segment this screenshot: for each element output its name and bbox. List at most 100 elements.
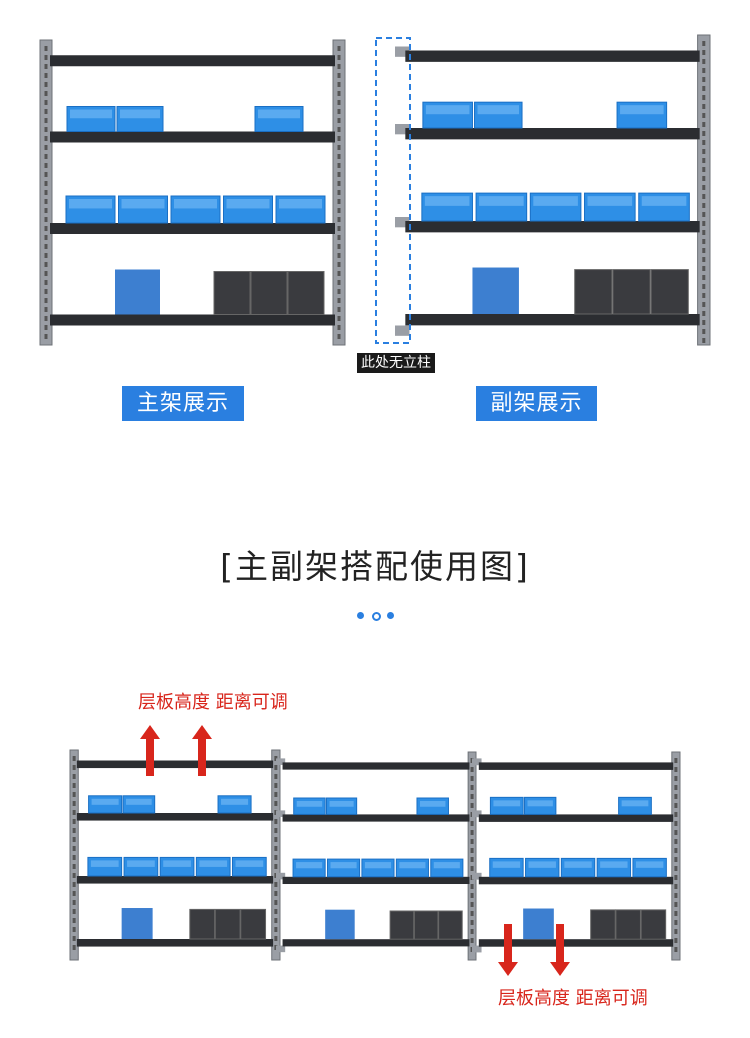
- upright-hole: [674, 821, 678, 826]
- upright-hole: [337, 55, 341, 60]
- upright-hole: [274, 936, 278, 941]
- upright-hole: [44, 172, 48, 177]
- bin-label-slot: [479, 196, 524, 206]
- upright-hole: [702, 203, 706, 208]
- shelf-bracket: [395, 46, 410, 57]
- adjustable-height-note-top: 层板高度 距离可调: [138, 692, 288, 713]
- upright-hole: [44, 118, 48, 123]
- upright-hole: [274, 765, 278, 770]
- upright-hole: [702, 230, 706, 235]
- bin-label-slot: [296, 801, 323, 807]
- bin-label-slot: [174, 199, 217, 209]
- upright-hole: [337, 181, 341, 186]
- upright-hole: [44, 73, 48, 78]
- arrow-shaft: [504, 924, 512, 964]
- upright-hole: [44, 46, 48, 51]
- bin-label-slot: [477, 105, 520, 115]
- battery-box: [189, 908, 216, 940]
- upright-hole: [337, 289, 341, 294]
- upright-hole: [674, 839, 678, 844]
- upright-hole: [470, 857, 474, 862]
- shelf-board: [405, 314, 700, 326]
- upright-hole: [274, 774, 278, 779]
- display-device: [472, 267, 519, 314]
- upright-hole: [274, 927, 278, 932]
- upright-hole: [337, 127, 341, 132]
- shelf-board: [282, 814, 470, 822]
- bin-label-slot: [199, 860, 228, 867]
- upright-hole: [470, 911, 474, 916]
- upright-hole: [72, 927, 76, 932]
- upright-hole: [470, 929, 474, 934]
- bin-label-slot: [226, 199, 270, 209]
- bin-label-slot: [296, 862, 323, 869]
- arrow-head: [192, 725, 212, 739]
- arrow-head: [140, 725, 160, 739]
- upright-hole: [470, 830, 474, 835]
- bin-label-slot: [533, 196, 578, 206]
- shelf-board: [50, 223, 335, 234]
- bin-label-slot: [492, 861, 521, 868]
- shelf-board: [50, 131, 335, 143]
- upright-hole: [337, 190, 341, 195]
- arrow-head: [498, 962, 518, 976]
- upright-hole: [72, 774, 76, 779]
- upright-hole: [470, 920, 474, 925]
- upright-hole: [337, 217, 341, 222]
- upright-hole: [702, 95, 706, 100]
- upright-hole: [702, 59, 706, 64]
- upright-hole: [470, 776, 474, 781]
- upright-hole: [72, 945, 76, 950]
- combined-sub-rack-2: [472, 751, 681, 961]
- bin-label-slot: [329, 801, 354, 807]
- upright-hole: [44, 64, 48, 69]
- rack-upright: [467, 751, 477, 961]
- section-title: [主副架搭配使用图]: [220, 547, 530, 586]
- upright-hole: [274, 900, 278, 905]
- upright-hole: [72, 873, 76, 878]
- pagination-dot-active: [372, 612, 381, 621]
- shelf-board: [282, 939, 470, 947]
- upright-hole: [72, 756, 76, 761]
- display-device: [325, 909, 355, 940]
- combined-main-rack: [69, 749, 281, 961]
- upright-hole: [337, 271, 341, 276]
- upright-hole: [44, 307, 48, 312]
- upright-hole: [674, 857, 678, 862]
- upright-hole: [337, 334, 341, 339]
- upright-hole: [337, 91, 341, 96]
- upright-hole: [44, 325, 48, 330]
- arrow-shaft: [556, 924, 564, 964]
- upright-hole: [44, 136, 48, 141]
- upright-hole: [72, 819, 76, 824]
- upright-hole: [674, 785, 678, 790]
- upright-hole: [44, 298, 48, 303]
- battery-box: [213, 271, 251, 315]
- upright-hole: [337, 199, 341, 204]
- upright-hole: [674, 794, 678, 799]
- upright-hole: [44, 91, 48, 96]
- upright-hole: [702, 221, 706, 226]
- bin-label-slot: [528, 861, 556, 868]
- upright-hole: [44, 289, 48, 294]
- no-post-highlight-box: [375, 37, 411, 344]
- upright-hole: [274, 837, 278, 842]
- upright-hole: [274, 846, 278, 851]
- bin-label-slot: [621, 800, 649, 807]
- upright-hole: [674, 830, 678, 835]
- upright-hole: [702, 257, 706, 262]
- battery-box: [250, 271, 288, 315]
- shelf-bracket: [472, 945, 482, 953]
- upright-hole: [274, 792, 278, 797]
- upright-hole: [337, 46, 341, 51]
- upright-hole: [674, 920, 678, 925]
- upright-hole: [702, 176, 706, 181]
- pagination-dot: [357, 612, 364, 619]
- upright-hole: [274, 828, 278, 833]
- main-rack: [39, 39, 346, 346]
- shelf-board: [76, 876, 274, 884]
- upright-hole: [44, 82, 48, 87]
- sub-rack-label: 副架展示: [476, 386, 597, 421]
- upright-hole: [44, 55, 48, 60]
- upright-hole: [702, 113, 706, 118]
